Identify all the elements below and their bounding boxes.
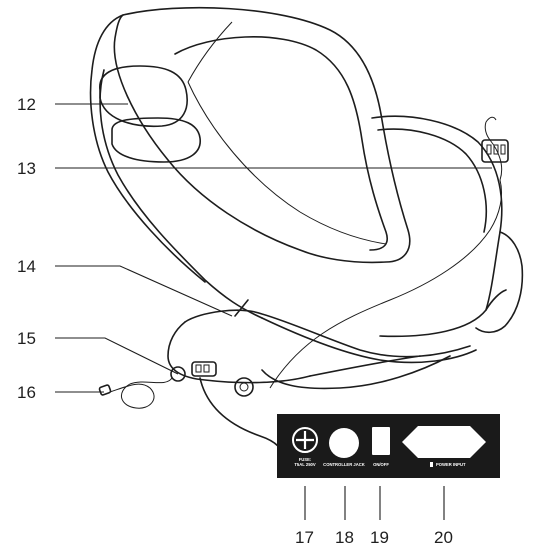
callout-19: 19 [370,528,389,547]
power-switch-icon[interactable] [372,427,390,455]
power-input-marker-icon [430,462,433,467]
callout-13: 13 [17,159,36,178]
callout-12: 12 [17,95,36,114]
callout-16: 16 [17,383,36,402]
controller-jack-label: CONTROLLER JACK [323,462,365,467]
leader-14 [55,265,233,317]
callout-18: 18 [335,528,354,547]
power-input-socket-icon[interactable] [402,426,486,458]
controller-jack-icon[interactable] [329,428,359,458]
chair-illustration [89,6,524,447]
rear-panel: FUSE: T5AL 250V CONTROLLER JACK ON/OFF P… [277,414,500,478]
callout-15: 15 [17,329,36,348]
fuse-label-2: T5AL 250V [294,462,316,467]
callout-20: 20 [434,528,453,547]
fuse-label-1: FUSE: [299,457,312,462]
callout-labels: 12 13 14 15 16 17 18 19 20 [17,95,453,547]
callout-17: 17 [295,528,314,547]
callout-14: 14 [17,257,36,276]
leader-15 [55,337,179,375]
on-off-label: ON/OFF [373,462,389,467]
leader-lines [55,103,492,520]
power-input-label: POWER INPUT [436,462,466,467]
